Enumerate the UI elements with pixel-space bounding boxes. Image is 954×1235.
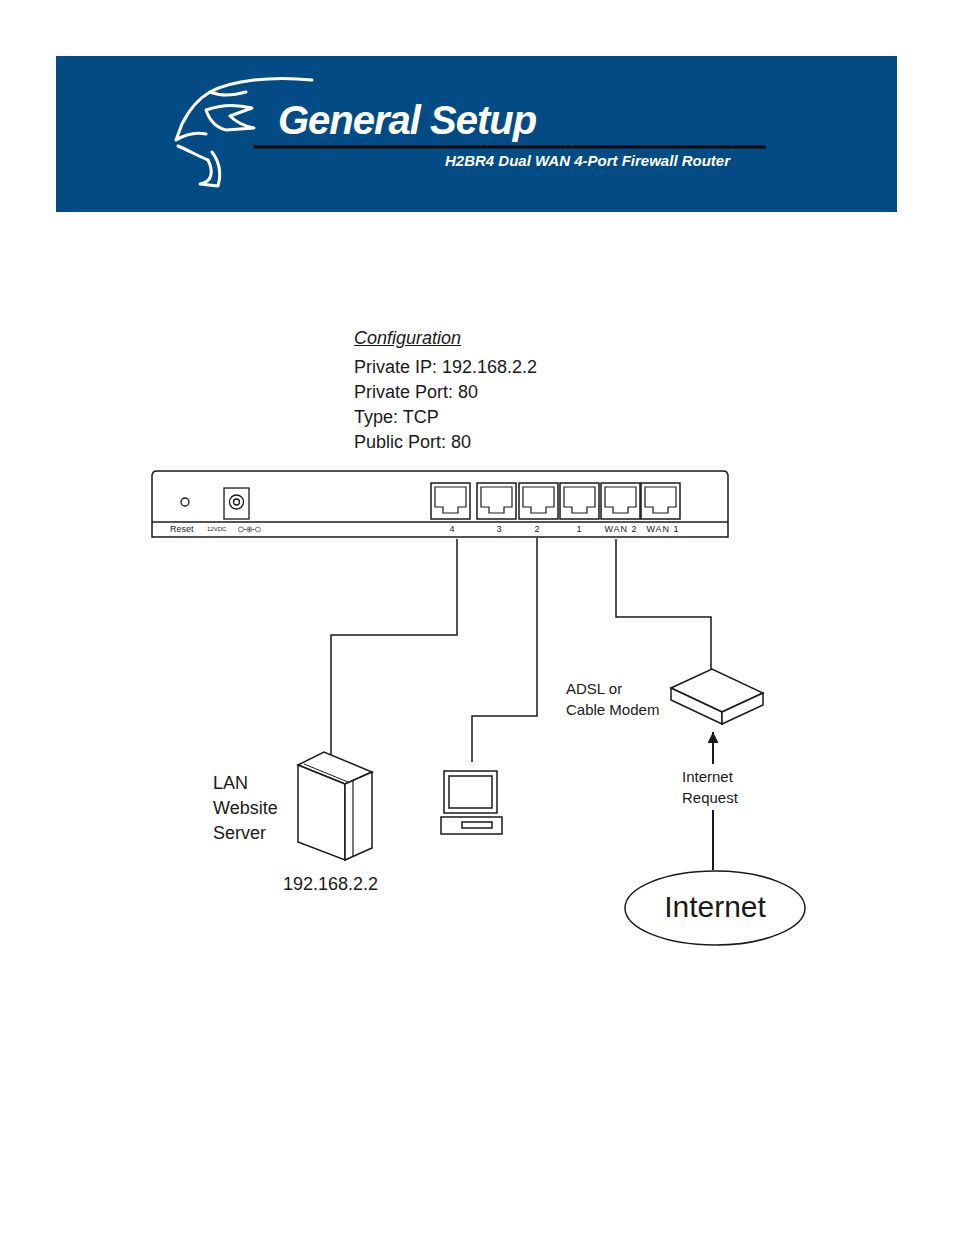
modem: ADSL or Cable Modem [560,666,770,730]
pc-cable [472,538,537,762]
pc-drive [462,822,492,828]
rj45-port [431,483,470,519]
modem-label: ADSL or Cable Modem [566,678,662,720]
router-back-panel: Reset 12VDC 4 3 2 1 WAN 2 WAN 1 [150,468,731,539]
panel-label: Reset [170,524,194,534]
header-rule [253,146,766,149]
polarity-symbol [249,529,251,531]
header-band [56,56,897,212]
network-cable [331,539,457,755]
port-label: 3 [496,524,501,534]
server-side [345,772,372,860]
internet-cloud: Internet [623,870,807,948]
pc-illustration [441,771,502,834]
server-front [298,765,345,860]
config-line: Public Port: 80 [354,432,471,453]
reset-hole [181,498,189,506]
modem-side [722,693,763,724]
ip-address: 192.168.2.2 [283,874,378,895]
port-label: 4 [449,524,454,534]
server-top [304,764,348,782]
panel-label: 12VDC [207,526,226,533]
rj45-port [523,487,554,513]
logo-stroke [210,92,246,95]
monitor-screen [449,776,492,808]
network-cable [616,539,711,669]
rj45-port [601,483,640,519]
server-label: LAN Website Server [213,771,297,846]
rj45-port [477,483,516,519]
edge-label: Internet Request [679,764,751,810]
polarity-symbol [239,527,261,532]
modem-drawing [671,669,763,724]
router-housing [152,471,728,537]
web-server-drawing [298,752,372,860]
polarity-symbol [247,527,252,532]
web-server: LAN Website Server 192.168.2.2 [205,750,395,900]
router-strip-edge [152,521,728,523]
pc-base [441,817,502,834]
router-back-panel-drawing [152,471,728,537]
rj45-port [519,483,558,519]
polarity-symbol [252,529,256,530]
rj45-port [435,487,466,513]
logo-stroke [178,146,220,186]
page-title: General Setup [278,100,536,140]
power-jack [234,499,240,505]
rj45-port [560,483,599,519]
logo-stroke [206,105,254,130]
power-jack [224,488,249,519]
config-line: Type: TCP [354,407,439,428]
internet-label: Internet [664,890,766,925]
server-side [352,781,353,857]
modem-shape [560,666,770,730]
router-back-panel-shape [150,468,731,539]
port-label: 1 [576,524,581,534]
polarity-symbol [256,527,261,532]
config-line: Private IP: 192.168.2.2 [354,357,537,378]
modem-front [671,688,722,724]
polarity-symbol [239,527,244,532]
rj45-port [605,487,636,513]
config-line: Private Port: 80 [354,382,478,403]
subtitle: H2BR4 Dual WAN 4-Port Firewall Router [445,152,730,169]
rj45-port [564,487,595,513]
monitor [444,771,497,813]
rj45-port [641,483,680,519]
rj45-port [645,487,676,513]
config-heading: Configuration [354,328,461,349]
port-label: WAN 1 [646,524,679,534]
power-jack [230,495,244,509]
internet-ellipse [625,871,805,945]
port-label: WAN 2 [604,524,637,534]
polarity-symbol [244,529,248,530]
internet-cloud-drawing [625,871,805,945]
port-label: 2 [534,524,539,534]
rj45-port [481,487,512,513]
